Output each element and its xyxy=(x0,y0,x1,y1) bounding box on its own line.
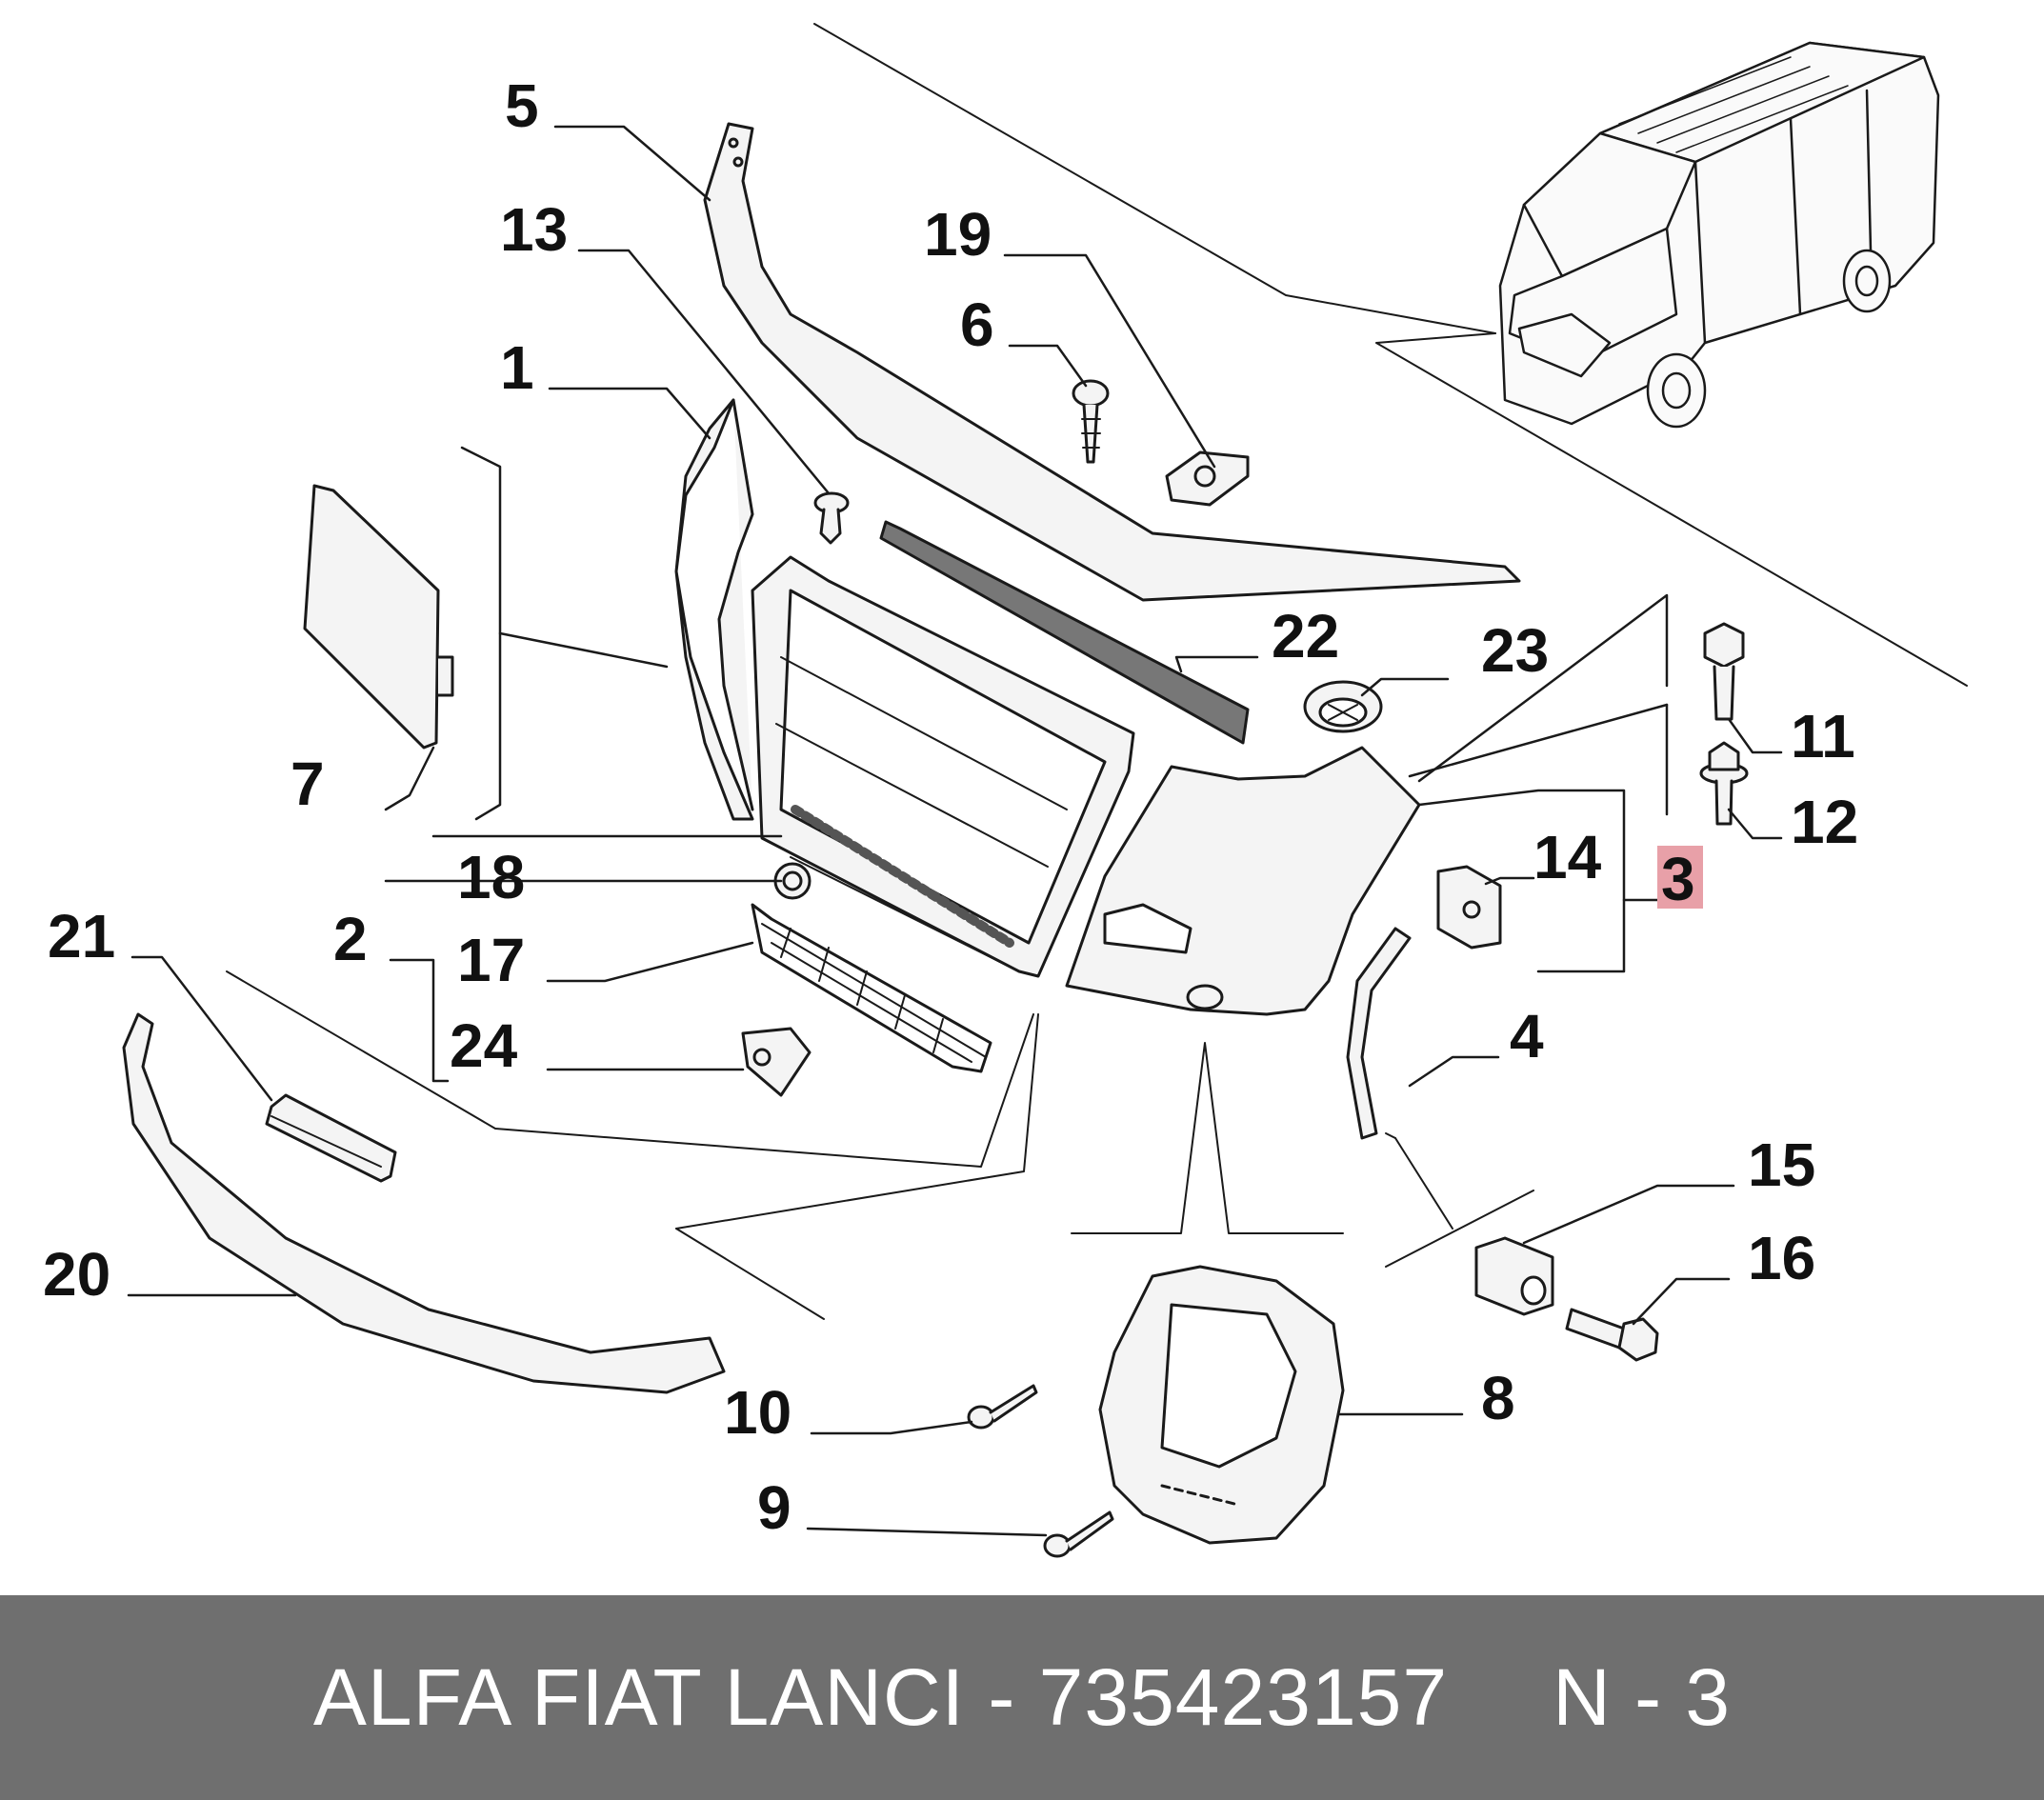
callout-22: 22 xyxy=(1272,602,1339,670)
part-17-lower-grille xyxy=(751,903,992,1073)
callout-20: 20 xyxy=(43,1240,110,1309)
footer-part-label: ALFA FIAT LANCI - 735423157 xyxy=(312,1652,1449,1742)
part-12-flange-bolt xyxy=(1699,741,1749,826)
part-5-upper-trim-strip xyxy=(703,122,1521,602)
separator-lines xyxy=(226,23,1968,1320)
callout-labels: 5 13 1 19 6 22 23 11 12 14 3 4 7 18 2 17… xyxy=(43,71,1858,1542)
part-22-mesh-strip xyxy=(879,520,1250,745)
callout-18: 18 xyxy=(457,843,525,911)
callout-2: 2 xyxy=(333,905,368,973)
callout-3: 3 xyxy=(1661,845,1695,913)
part-24-bracket xyxy=(741,1027,812,1097)
callout-16: 16 xyxy=(1748,1224,1815,1292)
callout-6: 6 xyxy=(960,290,994,359)
part-3-right-bumper-corner xyxy=(1065,746,1421,1016)
footer-ref-label: N - 3 xyxy=(1553,1652,1732,1742)
part-1-left-bumper-corner xyxy=(674,398,754,821)
callout-14: 14 xyxy=(1533,823,1602,891)
callout-8: 8 xyxy=(1481,1364,1515,1432)
part-14-clip-nut xyxy=(1436,865,1502,950)
part-11-bolt xyxy=(1703,622,1745,721)
part-7-tow-hook-cover xyxy=(303,484,454,750)
callout-17: 17 xyxy=(457,926,525,994)
callout-9: 9 xyxy=(757,1473,792,1542)
callout-11: 11 xyxy=(1791,702,1855,770)
callout-10: 10 xyxy=(724,1378,792,1447)
part-15-rubber-buffer xyxy=(1474,1236,1554,1316)
leader-lines xyxy=(127,125,1783,1537)
callout-13: 13 xyxy=(500,195,568,264)
callout-12: 12 xyxy=(1791,788,1858,856)
van-overview-icon xyxy=(1498,41,1940,429)
part-8-splash-guard xyxy=(1098,1265,1345,1545)
callout-24: 24 xyxy=(450,1011,518,1080)
part-10-screw xyxy=(967,1384,1038,1430)
callout-19: 19 xyxy=(924,200,992,269)
callout-5: 5 xyxy=(505,71,539,140)
part-18-emblem xyxy=(773,862,812,900)
callout-21: 21 xyxy=(48,902,115,970)
parts-diagram: 5 13 1 19 6 22 23 11 12 14 3 4 7 18 2 17… xyxy=(43,23,1968,1558)
part-13-push-clip xyxy=(813,491,850,545)
part-21-adhesive-pad xyxy=(265,1093,397,1183)
callout-23: 23 xyxy=(1481,616,1549,685)
part-16-hex-bolt xyxy=(1565,1308,1659,1362)
part-19-speed-nut xyxy=(1165,450,1250,507)
part-2-grille-assembly xyxy=(751,555,1135,978)
footer-bar: ALFA FIAT LANCI - 735423157 N - 3 xyxy=(0,1595,2044,1800)
callout-4: 4 xyxy=(1510,1002,1544,1070)
part-20-lower-bumper-strip xyxy=(122,1012,726,1394)
part-9-screw xyxy=(1043,1510,1114,1558)
part-4-arch-trim xyxy=(1346,927,1412,1140)
callout-3-highlight xyxy=(1657,846,1703,909)
callout-1: 1 xyxy=(500,333,534,402)
part-6-screw xyxy=(1072,379,1110,464)
callout-15: 15 xyxy=(1748,1130,1815,1199)
callout-7: 7 xyxy=(291,750,325,818)
